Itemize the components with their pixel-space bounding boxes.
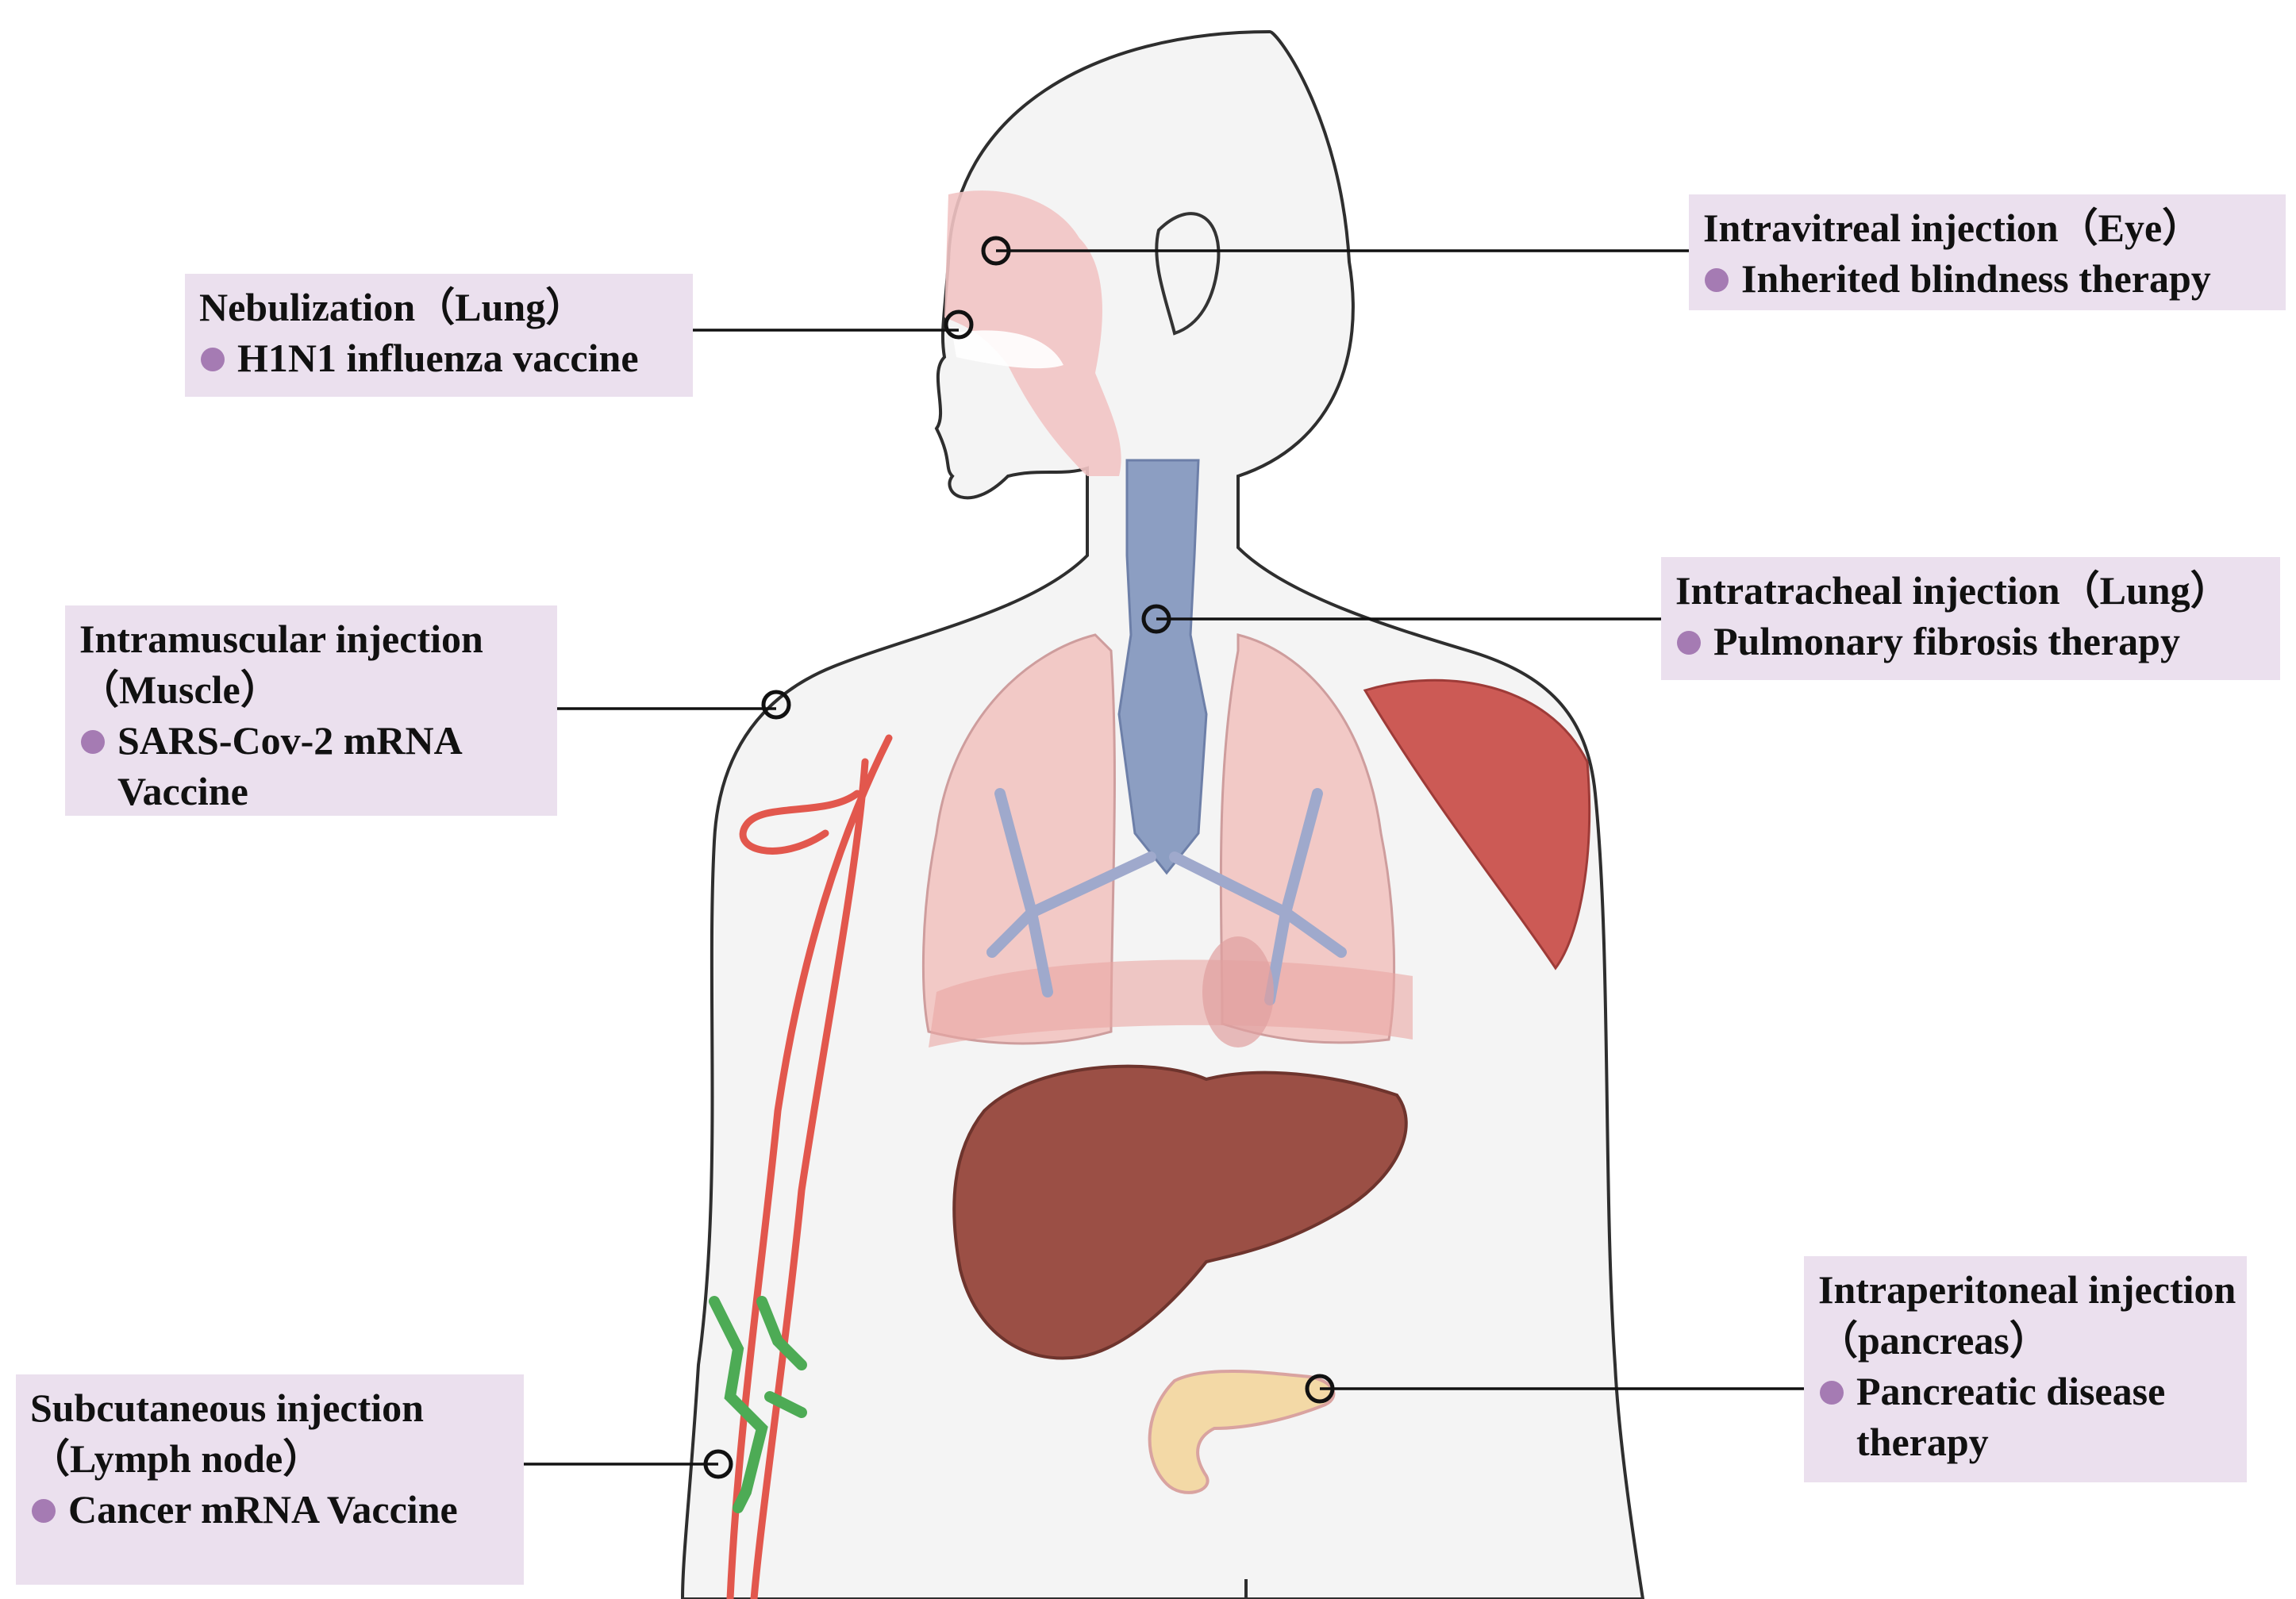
label-item-text: Pancreatic disease therapy (1856, 1369, 2166, 1464)
label-title: Intravitreal injection（Eye） (1703, 206, 2202, 250)
trachea (1117, 459, 1208, 875)
label-subtitle: （Lymph node） (30, 1436, 323, 1481)
injection-site-markers (703, 236, 1335, 1479)
bullet-icon (1705, 268, 1729, 292)
lymph-nodes (709, 1296, 807, 1513)
label-subtitle: （pancreas） (1818, 1318, 2049, 1363)
label-item: SARS-Cov-2 mRNA Vaccine (79, 715, 540, 817)
label-title: Subcutaneous injection (30, 1386, 424, 1430)
shoulder-site-marker (761, 690, 791, 720)
label-subcutaneous: Subcutaneous injection （Lymph node） Canc… (16, 1374, 524, 1585)
bullet-icon (1677, 631, 1701, 655)
leader-lines (524, 249, 1804, 1466)
arm-vessels (726, 734, 893, 1599)
pancreas-site-marker (1305, 1374, 1335, 1404)
ear (1155, 212, 1221, 336)
label-item-text: SARS-Cov-2 mRNA Vaccine (117, 718, 460, 813)
label-item: H1N1 influenza vaccine (199, 332, 675, 383)
label-item-text: Cancer mRNA Vaccine (68, 1487, 458, 1532)
label-intratracheal: Intratracheal injection（Lung） Pulmonary … (1661, 557, 2280, 680)
bullet-icon (81, 730, 105, 754)
eye-site-marker (981, 236, 1011, 266)
label-title: Intramuscular injection (79, 617, 483, 661)
label-title: Intratracheal injection（Lung） (1675, 568, 2230, 613)
label-intraperitoneal: Intraperitoneal injection （pancreas） Pan… (1804, 1256, 2247, 1482)
label-item-text: Inherited blindness therapy (1741, 256, 2211, 301)
pancreas (1148, 1370, 1336, 1494)
label-item: Pulmonary fibrosis therapy (1675, 616, 2263, 667)
label-item-text: Pulmonary fibrosis therapy (1713, 619, 2180, 663)
label-item-text: H1N1 influenza vaccine (237, 336, 639, 380)
label-intramuscular: Intramuscular injection （Muscle） SARS-Co… (65, 605, 557, 816)
nose-site-marker (944, 309, 974, 340)
liver (952, 1064, 1408, 1360)
deltoid-muscle (1363, 678, 1591, 971)
lymph-site-marker (703, 1449, 733, 1479)
bullet-icon (32, 1499, 56, 1523)
trachea-site-marker (1141, 604, 1171, 634)
label-title: Intraperitoneal injection (1818, 1267, 2236, 1312)
heart (1202, 936, 1274, 1047)
label-item: Inherited blindness therapy (1703, 253, 2268, 304)
label-intravitreal: Intravitreal injection（Eye） Inherited bl… (1689, 194, 2286, 310)
tongue (952, 330, 1063, 369)
bronchial-tree (986, 788, 1347, 1005)
label-nebulization: Nebulization（Lung） H1N1 influenza vaccin… (185, 274, 693, 397)
label-item: Pancreatic disease therapy (1818, 1366, 2229, 1467)
bullet-icon (201, 348, 225, 371)
label-subtitle: （Muscle） (79, 667, 280, 712)
label-title: Nebulization（Lung） (199, 285, 586, 329)
label-item: Cancer mRNA Vaccine (30, 1484, 506, 1535)
bullet-icon (1820, 1381, 1844, 1405)
